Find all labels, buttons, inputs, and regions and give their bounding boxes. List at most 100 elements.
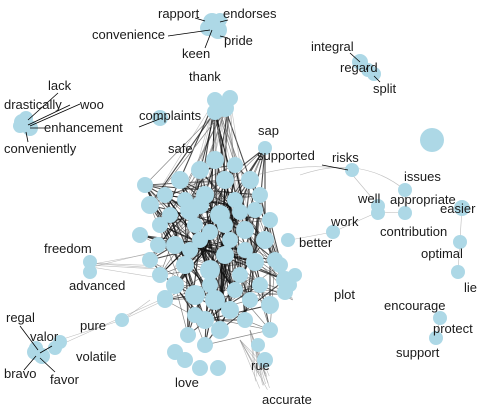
label-layer: rapport endorses convenience pride keen … [4, 6, 477, 407]
graph-node-7 [236, 221, 254, 239]
label-leader-12 [25, 131, 29, 143]
graph-node-44 [162, 207, 178, 223]
label-woo: woo [79, 97, 104, 112]
graph-edge-298 [239, 339, 267, 375]
label-drastically: drastically [4, 97, 62, 112]
graph-edge-297 [239, 339, 268, 390]
graph-node-22 [227, 282, 243, 298]
label-rue: rue [251, 358, 270, 373]
graph-node-45 [252, 277, 268, 293]
label-better: better [299, 235, 333, 250]
label-accurate: accurate [262, 392, 312, 407]
graph-node-105 [433, 311, 447, 325]
graph-edge-322 [332, 211, 379, 233]
graph-node-67 [200, 20, 216, 36]
label-leader-6 [365, 64, 369, 71]
graph-node-13 [216, 246, 234, 264]
graph-node-52 [150, 237, 166, 253]
graph-node-91 [29, 341, 43, 355]
label-leader-7 [373, 75, 381, 83]
label-supported: supported [257, 148, 315, 163]
graph-node-32 [137, 177, 153, 193]
label-bravo: bravo [4, 366, 37, 381]
label-enhancement: enhancement [44, 120, 123, 135]
graph-node-63 [272, 257, 288, 273]
label-complaints: complaints [139, 108, 202, 123]
graph-node-23 [242, 292, 258, 308]
graph-node-103 [453, 235, 467, 249]
graph-node-35 [152, 267, 168, 283]
graph-node-26 [191, 161, 209, 179]
label-sap: sap [258, 123, 279, 138]
graph-node-75 [13, 119, 27, 133]
graph-node-41 [222, 232, 238, 248]
label-endorses: endorses [223, 6, 277, 21]
label-appropriate: appropriate [390, 192, 456, 207]
graph-edge-115 [194, 179, 226, 226]
graph-edge-114 [189, 209, 286, 281]
label-safe: safe [168, 141, 193, 156]
graph-node-34 [142, 252, 158, 268]
label-leader-0 [194, 17, 206, 22]
label-conveniently: conveniently [4, 141, 77, 156]
label-freedom: freedom [44, 241, 92, 256]
graph-node-106 [429, 331, 443, 345]
label-volatile: volatile [76, 349, 116, 364]
graph-edge-315 [59, 319, 123, 341]
label-leader-18 [39, 357, 56, 373]
graph-node-19 [221, 301, 239, 319]
graph-edge-273 [219, 97, 231, 216]
graph-node-77 [345, 163, 359, 177]
graph-node-104 [451, 265, 465, 279]
graph-node-21 [211, 321, 229, 339]
label-leader-4 [204, 29, 213, 49]
graph-node-80 [398, 183, 412, 197]
label-optimal: optimal [421, 246, 463, 261]
label-leader-1 [219, 19, 229, 23]
graph-node-33 [132, 227, 148, 243]
label-well: well [357, 191, 381, 206]
graph-node-95 [192, 360, 208, 376]
label-thank: thank [189, 69, 221, 84]
node-layer [13, 13, 470, 376]
label-leader-5 [349, 52, 361, 63]
graph-edge-78 [159, 169, 201, 276]
graph-node-92 [157, 290, 173, 306]
graph-node-84 [83, 255, 97, 269]
label-integral: integral [311, 39, 354, 54]
graph-node-12 [200, 260, 220, 280]
graph-edge-312 [89, 266, 163, 279]
label-pride: pride [224, 33, 253, 48]
graph-node-47 [217, 217, 233, 233]
graph-node-76 [152, 110, 168, 126]
label-support: support [396, 345, 440, 360]
graph-node-71 [367, 67, 381, 81]
graph-node-0 [141, 196, 159, 214]
graph-edge-277 [229, 97, 236, 201]
label-regal: regal [6, 310, 35, 325]
graph-edge-313 [89, 264, 158, 270]
graph-edge-321 [349, 171, 379, 206]
graph-edge-262 [149, 99, 216, 206]
graph-node-50 [177, 192, 193, 208]
graph-node-17 [185, 285, 205, 305]
label-protect: protect [433, 321, 473, 336]
graph-node-27 [206, 151, 224, 169]
label-issues: issues [404, 169, 441, 184]
label-leader-14 [321, 164, 349, 171]
graph-node-62 [258, 141, 272, 155]
graph-node-39 [187, 217, 203, 233]
graph-edge-325 [351, 167, 406, 191]
label-leader-17 [23, 355, 37, 371]
graph-node-86 [115, 313, 129, 327]
graph-edge-281 [249, 329, 256, 382]
graph-edge-300 [157, 244, 291, 294]
label-leader-15 [19, 325, 39, 351]
graph-node-42 [237, 242, 253, 258]
graph-node-40 [202, 224, 218, 240]
label-easier: easier [440, 201, 476, 216]
label-leader-2 [167, 29, 211, 37]
graph-node-81 [398, 206, 412, 220]
graph-node-18 [205, 290, 225, 310]
